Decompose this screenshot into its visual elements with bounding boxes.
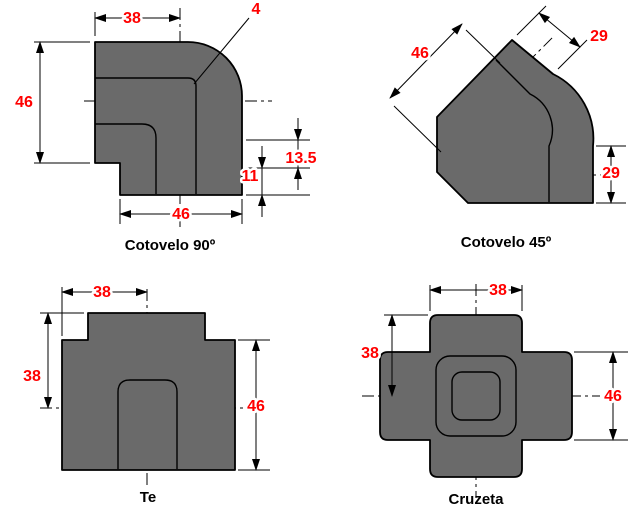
dimension-diagonal: 46	[389, 23, 501, 153]
fitting-cotovelo-90: 38 4 46 46 13.5	[13, 0, 320, 254]
dimension-top-face: 29	[516, 5, 611, 70]
dim-value: 46	[604, 388, 622, 405]
dimension-right-height: 46	[238, 339, 270, 471]
dim-value: 13.5	[285, 150, 316, 167]
bore-contour	[435, 355, 517, 437]
fitting-cruzeta: 38 38 46 Cruzeta	[359, 280, 628, 508]
dimension-right-height: 46	[574, 351, 628, 441]
fitting-label-cotovelo-45: Cotovelo 45º	[461, 234, 552, 251]
extension-line	[465, 29, 501, 64]
dim-value: 11	[242, 168, 259, 185]
fitting-label-te: Te	[140, 489, 156, 506]
bore-contour	[95, 77, 197, 194]
dimension-right-side: 13.5 11	[239, 118, 319, 217]
extension-line	[393, 105, 442, 153]
dim-value: 46	[411, 45, 429, 62]
dim-value: 38	[361, 345, 379, 362]
dimension-line	[538, 12, 581, 48]
dimension-right-face: 29	[596, 145, 626, 204]
dim-value: 38	[123, 10, 141, 27]
dim-value: 46	[247, 398, 265, 415]
dim-value: 46	[15, 94, 33, 111]
dimension-top-width: 38	[61, 282, 148, 336]
dimension-bottom-width: 46	[119, 199, 243, 226]
dim-value: 29	[602, 165, 620, 182]
dimension-left-height: 46	[13, 41, 90, 164]
dimension-line	[389, 23, 463, 99]
dimension-top-width: 38	[429, 280, 523, 311]
dimension-top-width: 38	[94, 8, 181, 36]
dimension-left-height: 38	[21, 312, 84, 409]
dim-value: 38	[23, 368, 41, 385]
bore-contour	[95, 123, 157, 194]
bore-contour	[117, 379, 178, 469]
dimension-corner-radius: 4	[193, 0, 263, 85]
fitting-label-cruzeta: Cruzeta	[448, 491, 504, 508]
dim-value: 46	[172, 206, 190, 223]
extension-line	[516, 5, 547, 36]
leader-line	[193, 17, 250, 85]
cross-body	[379, 314, 573, 478]
bore-contour	[451, 371, 501, 421]
dim-value: 29	[590, 28, 608, 45]
fitting-te: 38 38 46 Te	[21, 282, 270, 506]
elbow-90-body	[94, 41, 243, 196]
tee-body	[61, 312, 236, 471]
dim-value: 38	[489, 282, 507, 299]
dimension-left-height: 38	[359, 314, 428, 397]
fitting-label-cotovelo-90: Cotovelo 90º	[125, 237, 216, 254]
bore-contour	[495, 59, 554, 202]
dim-value: 4	[252, 1, 261, 18]
elbow-45-body	[436, 39, 595, 204]
dim-value: 38	[93, 284, 111, 301]
fitting-cotovelo-45: 46 29 29 Cotovelo 45º	[389, 5, 626, 251]
extension-line	[557, 39, 588, 70]
